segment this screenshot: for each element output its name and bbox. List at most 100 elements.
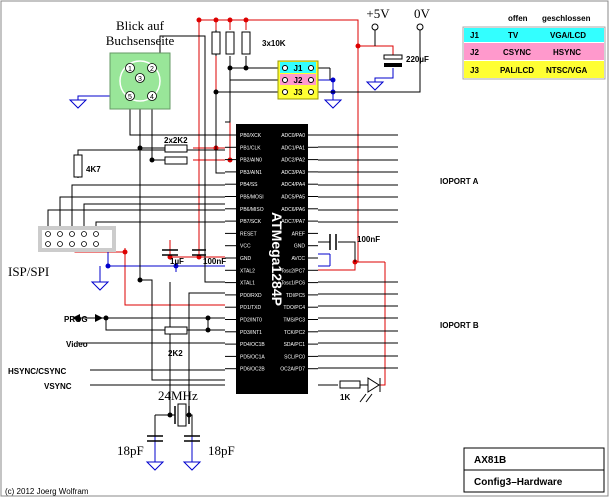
mcu-pin-label-left-16: PD2/INT0 xyxy=(240,318,262,324)
label-220uf: 220µF xyxy=(406,55,429,64)
title-subtitle: Config3–Hardware xyxy=(474,477,563,488)
label-hsync: HSYNC/CSYNC xyxy=(8,367,66,376)
mcu-pin-label-right-2: ADC1/PA1 xyxy=(281,145,305,151)
resistor-pullup-3 xyxy=(241,31,251,55)
resistor-4k7 xyxy=(73,154,83,178)
din-caption-2: Buchsenseite xyxy=(106,33,175,48)
mcu-pin-label-left-14: PD0/RXD xyxy=(240,293,262,299)
crystal xyxy=(174,403,190,427)
led xyxy=(359,377,381,403)
label-2k2: 2K2 xyxy=(168,349,183,358)
mcu-chip xyxy=(236,124,308,394)
mcu-pin-label-right-13: Tosc1/PC6 xyxy=(281,281,305,287)
mcu-pin-label-right-16: TMS/PC3 xyxy=(283,318,305,324)
table-row3-id: J3 xyxy=(470,66,479,75)
mcu-pin-label-left-13: XTAL1 xyxy=(240,281,255,287)
label-4k7: 4K7 xyxy=(86,165,101,174)
table-row1-open: TV xyxy=(508,31,519,40)
label-5v: +5V xyxy=(366,6,390,21)
resistors xyxy=(73,31,361,389)
mcu-pin-label-right-8: ADC7/PA7 xyxy=(281,219,305,225)
mcu-pins: PB0/XCKPB1/CLKPB2/AIN0PB3/AIN1PB4/SSPB5/… xyxy=(225,133,318,373)
resistor-pullup-1 xyxy=(211,31,221,55)
mcu-pin-label-right-9: AREF xyxy=(292,231,305,237)
mcu-pin-label-right-12: Tosc2/PC7 xyxy=(281,268,305,274)
cap-100nf-vcc xyxy=(192,249,206,256)
mcu-pin-label-left-6: PB5/MOSI xyxy=(240,195,264,201)
table-row1-id: J1 xyxy=(470,31,479,40)
din-pin-holes xyxy=(125,63,157,101)
signal-dots xyxy=(103,65,249,418)
title-block xyxy=(463,447,605,493)
table-row2-id: J2 xyxy=(470,48,479,57)
din-pin-1: 1 xyxy=(128,66,132,73)
resistor-2k2-a xyxy=(164,144,188,153)
jumper-block xyxy=(277,60,319,100)
label-port-a: IOPORT A xyxy=(440,177,479,186)
mcu-pin-label-left-20: PD6/OC2B xyxy=(240,367,265,373)
din-pin-4: 4 xyxy=(150,94,154,101)
prog-arrow xyxy=(72,314,103,322)
resistor-2k2-b xyxy=(164,156,188,165)
mcu-pin-label-right-20: OC2A/PD7 xyxy=(280,367,305,373)
mcu-pin-label-left-15: PD1/TXD xyxy=(240,305,262,311)
mcu-pin-label-right-11: AVCC xyxy=(291,256,305,262)
title-name: AX81B xyxy=(474,455,506,466)
label-18pf-right: 18pF xyxy=(208,443,235,458)
label-1k: 1K xyxy=(340,393,350,402)
isp-label: ISP/SPI xyxy=(8,264,49,279)
mcu-pin-label-right-6: ADC5/PA5 xyxy=(281,195,305,201)
resistor-pullup-2 xyxy=(225,31,235,55)
table-row2-open: CSYNC xyxy=(503,48,531,57)
label-100nf-aref: 100nF xyxy=(357,235,380,244)
table-row2-closed: HSYNC xyxy=(553,48,581,57)
signal-labels: PROG Video HSYNC/CSYNC VSYNC xyxy=(8,315,88,391)
mcu-pin-label-left-12: XTAL2 xyxy=(240,268,255,274)
din-caption-1: Blick auf xyxy=(116,18,165,33)
copyright: (c) 2012 Joerg Wolfram xyxy=(5,487,89,496)
mcu-pin-label-left-1: PB0/XCK xyxy=(240,133,262,139)
label-prog: PROG xyxy=(64,315,88,324)
mcu-pin-label-left-4: PB3/AIN1 xyxy=(240,170,262,176)
mcu-pin-label-left-5: PB4/SS xyxy=(240,182,258,188)
mcu-name: ATMega1284P xyxy=(269,212,285,306)
label-1uf: 1µF xyxy=(170,257,184,266)
mcu-pin-label-right-15: TDO/PC4 xyxy=(283,305,305,311)
label-pullups: 3x10K xyxy=(262,39,286,48)
din-shell xyxy=(119,60,161,102)
label-100nf-vcc: 100nF xyxy=(203,257,226,266)
table-row3-closed: NTSC/VGA xyxy=(546,66,588,75)
isp-connector xyxy=(38,226,116,252)
mcu-pin-label-left-10: VCC xyxy=(240,244,251,250)
mcu-pin-label-left-9: RESET xyxy=(240,231,257,237)
jumper-j1: J1 xyxy=(294,64,303,73)
mcu-pin-label-left-3: PB2/AIN0 xyxy=(240,158,262,164)
jumper-labels: J1 J2 J3 xyxy=(294,64,303,97)
jumper-j2: J2 xyxy=(294,76,303,85)
label-0v: 0V xyxy=(414,6,431,21)
label-vsync: VSYNC xyxy=(44,382,72,391)
mcu-pin-label-left-18: PD4/OC1B xyxy=(240,342,265,348)
label-crystal: 24MHz xyxy=(158,388,198,403)
din-pin-5: 5 xyxy=(128,94,132,101)
mcu-pin-label-left-7: PB6/MISO xyxy=(240,207,264,213)
mcu-pin-label-right-10: GND xyxy=(294,244,306,250)
table-header-closed: geschlossen xyxy=(542,14,591,23)
mcu-pin-label-right-5: ADC4/PA4 xyxy=(281,182,305,188)
jumper-table xyxy=(462,26,606,80)
mcu-pin-label-right-4: ADC3/PA3 xyxy=(281,170,305,176)
isp-pins xyxy=(45,231,99,247)
label-2x2k2: 2x2K2 xyxy=(164,136,188,145)
cap-220uf xyxy=(383,54,403,67)
resistor-1k xyxy=(339,380,361,389)
resistor-2k2 xyxy=(164,326,188,335)
cap-1uf xyxy=(162,249,178,256)
mcu-pin-label-right-17: TCK/PC2 xyxy=(284,330,305,336)
label-video: Video xyxy=(66,340,88,349)
jumper-j3: J3 xyxy=(294,88,303,97)
table-row3-open: PAL/LCD xyxy=(500,66,534,75)
mcu-pin-label-left-17: PD3/INT1 xyxy=(240,330,262,336)
mcu-pin-label-right-14: TDI/PC5 xyxy=(286,293,305,299)
terminal-5v xyxy=(371,23,379,31)
